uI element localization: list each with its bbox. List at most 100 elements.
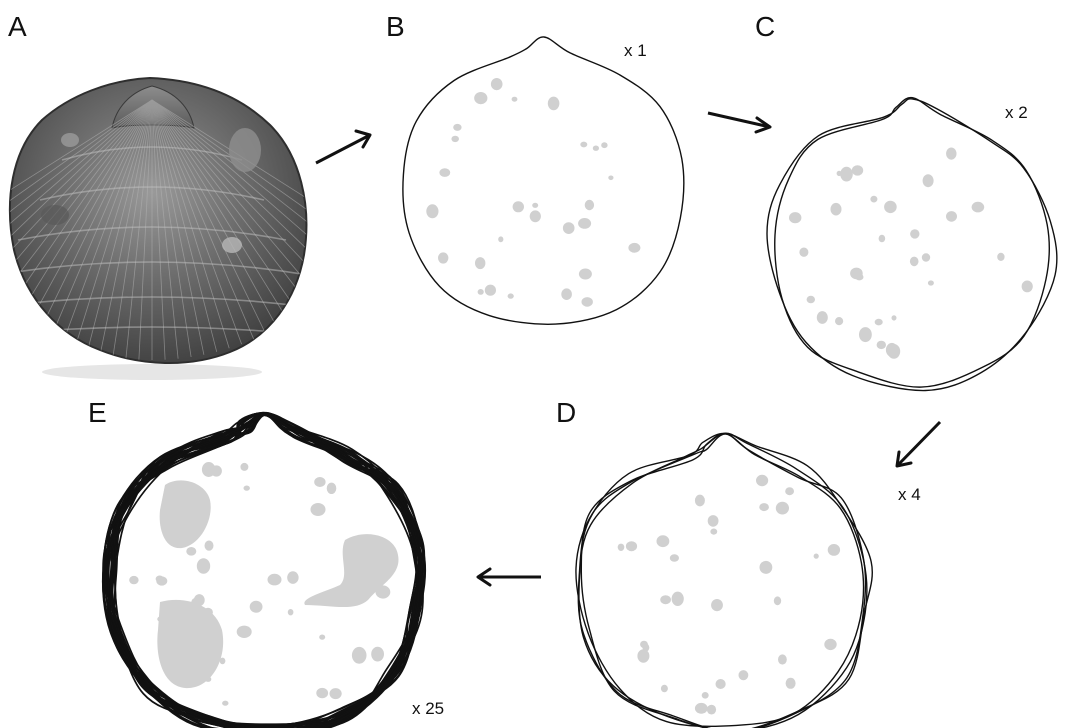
epibiont-spot xyxy=(244,486,250,491)
epibiont-spot xyxy=(637,649,649,662)
epibiont-spot xyxy=(578,218,591,229)
epibiont-spot xyxy=(972,202,985,213)
epibiont-spot xyxy=(814,554,819,559)
epibiont-spot xyxy=(498,236,503,242)
epibiont-spot xyxy=(439,168,450,177)
panel-label-c: C xyxy=(755,11,775,42)
epibiont-spot xyxy=(661,685,668,692)
epibiont-spot xyxy=(660,595,671,604)
panel-label-d: D xyxy=(556,397,576,428)
epibiont-spot xyxy=(512,97,518,102)
epibiont-spot xyxy=(831,203,842,216)
epibiont-spot xyxy=(327,483,337,494)
epibiont-spot xyxy=(287,571,298,584)
epibiont-spot xyxy=(453,124,461,131)
arrow-b-to-c xyxy=(708,113,770,132)
epibiont-spot xyxy=(508,293,514,298)
epibiont-spot xyxy=(840,167,853,182)
shell-outline xyxy=(403,37,684,324)
epibiont-spot xyxy=(799,248,808,257)
epibiont-spot xyxy=(708,515,719,527)
epibiont-spot xyxy=(711,599,723,611)
epibiont-spot xyxy=(608,176,613,181)
epibiont-spot xyxy=(628,243,640,253)
epibiont-spot xyxy=(997,253,1004,261)
epibiont-spot xyxy=(877,341,886,349)
epibiont-spot xyxy=(626,541,637,551)
shell-outline xyxy=(767,99,1057,391)
epibiont-spot xyxy=(438,252,448,263)
epibiont-spot xyxy=(888,344,901,359)
epibiont-spot xyxy=(288,609,294,615)
epibiont-spot xyxy=(157,616,163,621)
epibiont-spot xyxy=(695,495,705,507)
epibiont-spot xyxy=(237,626,252,638)
epibiont-spot xyxy=(474,92,487,104)
epibiont-spot xyxy=(513,201,524,212)
epibiont-spot xyxy=(789,212,801,223)
epibiont-spot xyxy=(922,253,930,261)
epibiont-spot xyxy=(593,146,599,151)
epibiont-spot xyxy=(817,311,828,324)
epibiont-spot xyxy=(478,289,484,295)
epibiont-spot xyxy=(707,705,716,715)
panel-label-a: A xyxy=(8,11,27,42)
epibiont-spot xyxy=(884,201,897,213)
epibiont-spot xyxy=(530,210,541,222)
epibiont-spot xyxy=(807,296,815,304)
epibiont-spot xyxy=(710,529,717,535)
epibiont-spot xyxy=(760,561,773,574)
epibiont-spot xyxy=(222,701,228,706)
epibiont-spot xyxy=(739,670,749,680)
epibiont-spot xyxy=(426,204,438,218)
epibiont-spot xyxy=(240,463,248,471)
epibiont-spot xyxy=(910,257,919,267)
epibiont-spot xyxy=(580,142,587,148)
epibiont-spot xyxy=(211,465,222,476)
arrow-d-to-e xyxy=(478,569,541,585)
epibiont-spot xyxy=(778,654,787,664)
epibiont-spot xyxy=(376,585,391,598)
epibiont-spot xyxy=(346,546,353,554)
epibiont-spot xyxy=(928,280,934,285)
epibiont-spot xyxy=(852,165,863,175)
epibiont-spot xyxy=(191,598,202,608)
epibiont-spot xyxy=(828,544,840,556)
arrow-c-to-d xyxy=(897,422,940,466)
epibiont-spot xyxy=(855,274,863,281)
epibiont-spot xyxy=(835,317,843,325)
shell-photo xyxy=(0,78,372,380)
epibiont-spot xyxy=(892,315,897,320)
outline-panel-c xyxy=(767,98,1057,391)
panel-label-e: E xyxy=(88,397,107,428)
epibiont-spot xyxy=(759,503,769,511)
epibiont-spot xyxy=(786,678,796,689)
multiplier-e: x 25 xyxy=(412,699,444,718)
epibiont-spot xyxy=(203,608,213,617)
epibiont-spot xyxy=(311,503,326,516)
epibiont-spot xyxy=(601,142,607,148)
epibiont-spot xyxy=(695,703,708,714)
epibiont-spot xyxy=(158,577,166,585)
epibiont-spot xyxy=(250,601,263,613)
multiplier-b: x 1 xyxy=(624,41,647,60)
epibiont-spot xyxy=(186,547,196,556)
epibiont-spot xyxy=(582,297,593,307)
epibiont-spot xyxy=(910,229,919,238)
epibiont-spot xyxy=(670,554,679,561)
epibiont-spot xyxy=(702,692,709,699)
epibiont-spot xyxy=(776,502,789,515)
arrow-a-to-b xyxy=(316,131,370,163)
epibiont-spot xyxy=(532,203,538,208)
epibiont-spot xyxy=(451,136,459,142)
epibiont-spot xyxy=(319,635,325,640)
epibiont-spot xyxy=(585,200,594,210)
epibiont-spot xyxy=(879,235,886,243)
epibiont-spot xyxy=(268,574,282,586)
epibiont-spot xyxy=(563,222,575,234)
epibiont-spot xyxy=(618,544,625,551)
epibiont-spot xyxy=(946,211,957,222)
epibiont-spot xyxy=(491,78,503,90)
panel-label-b: B xyxy=(386,11,405,42)
